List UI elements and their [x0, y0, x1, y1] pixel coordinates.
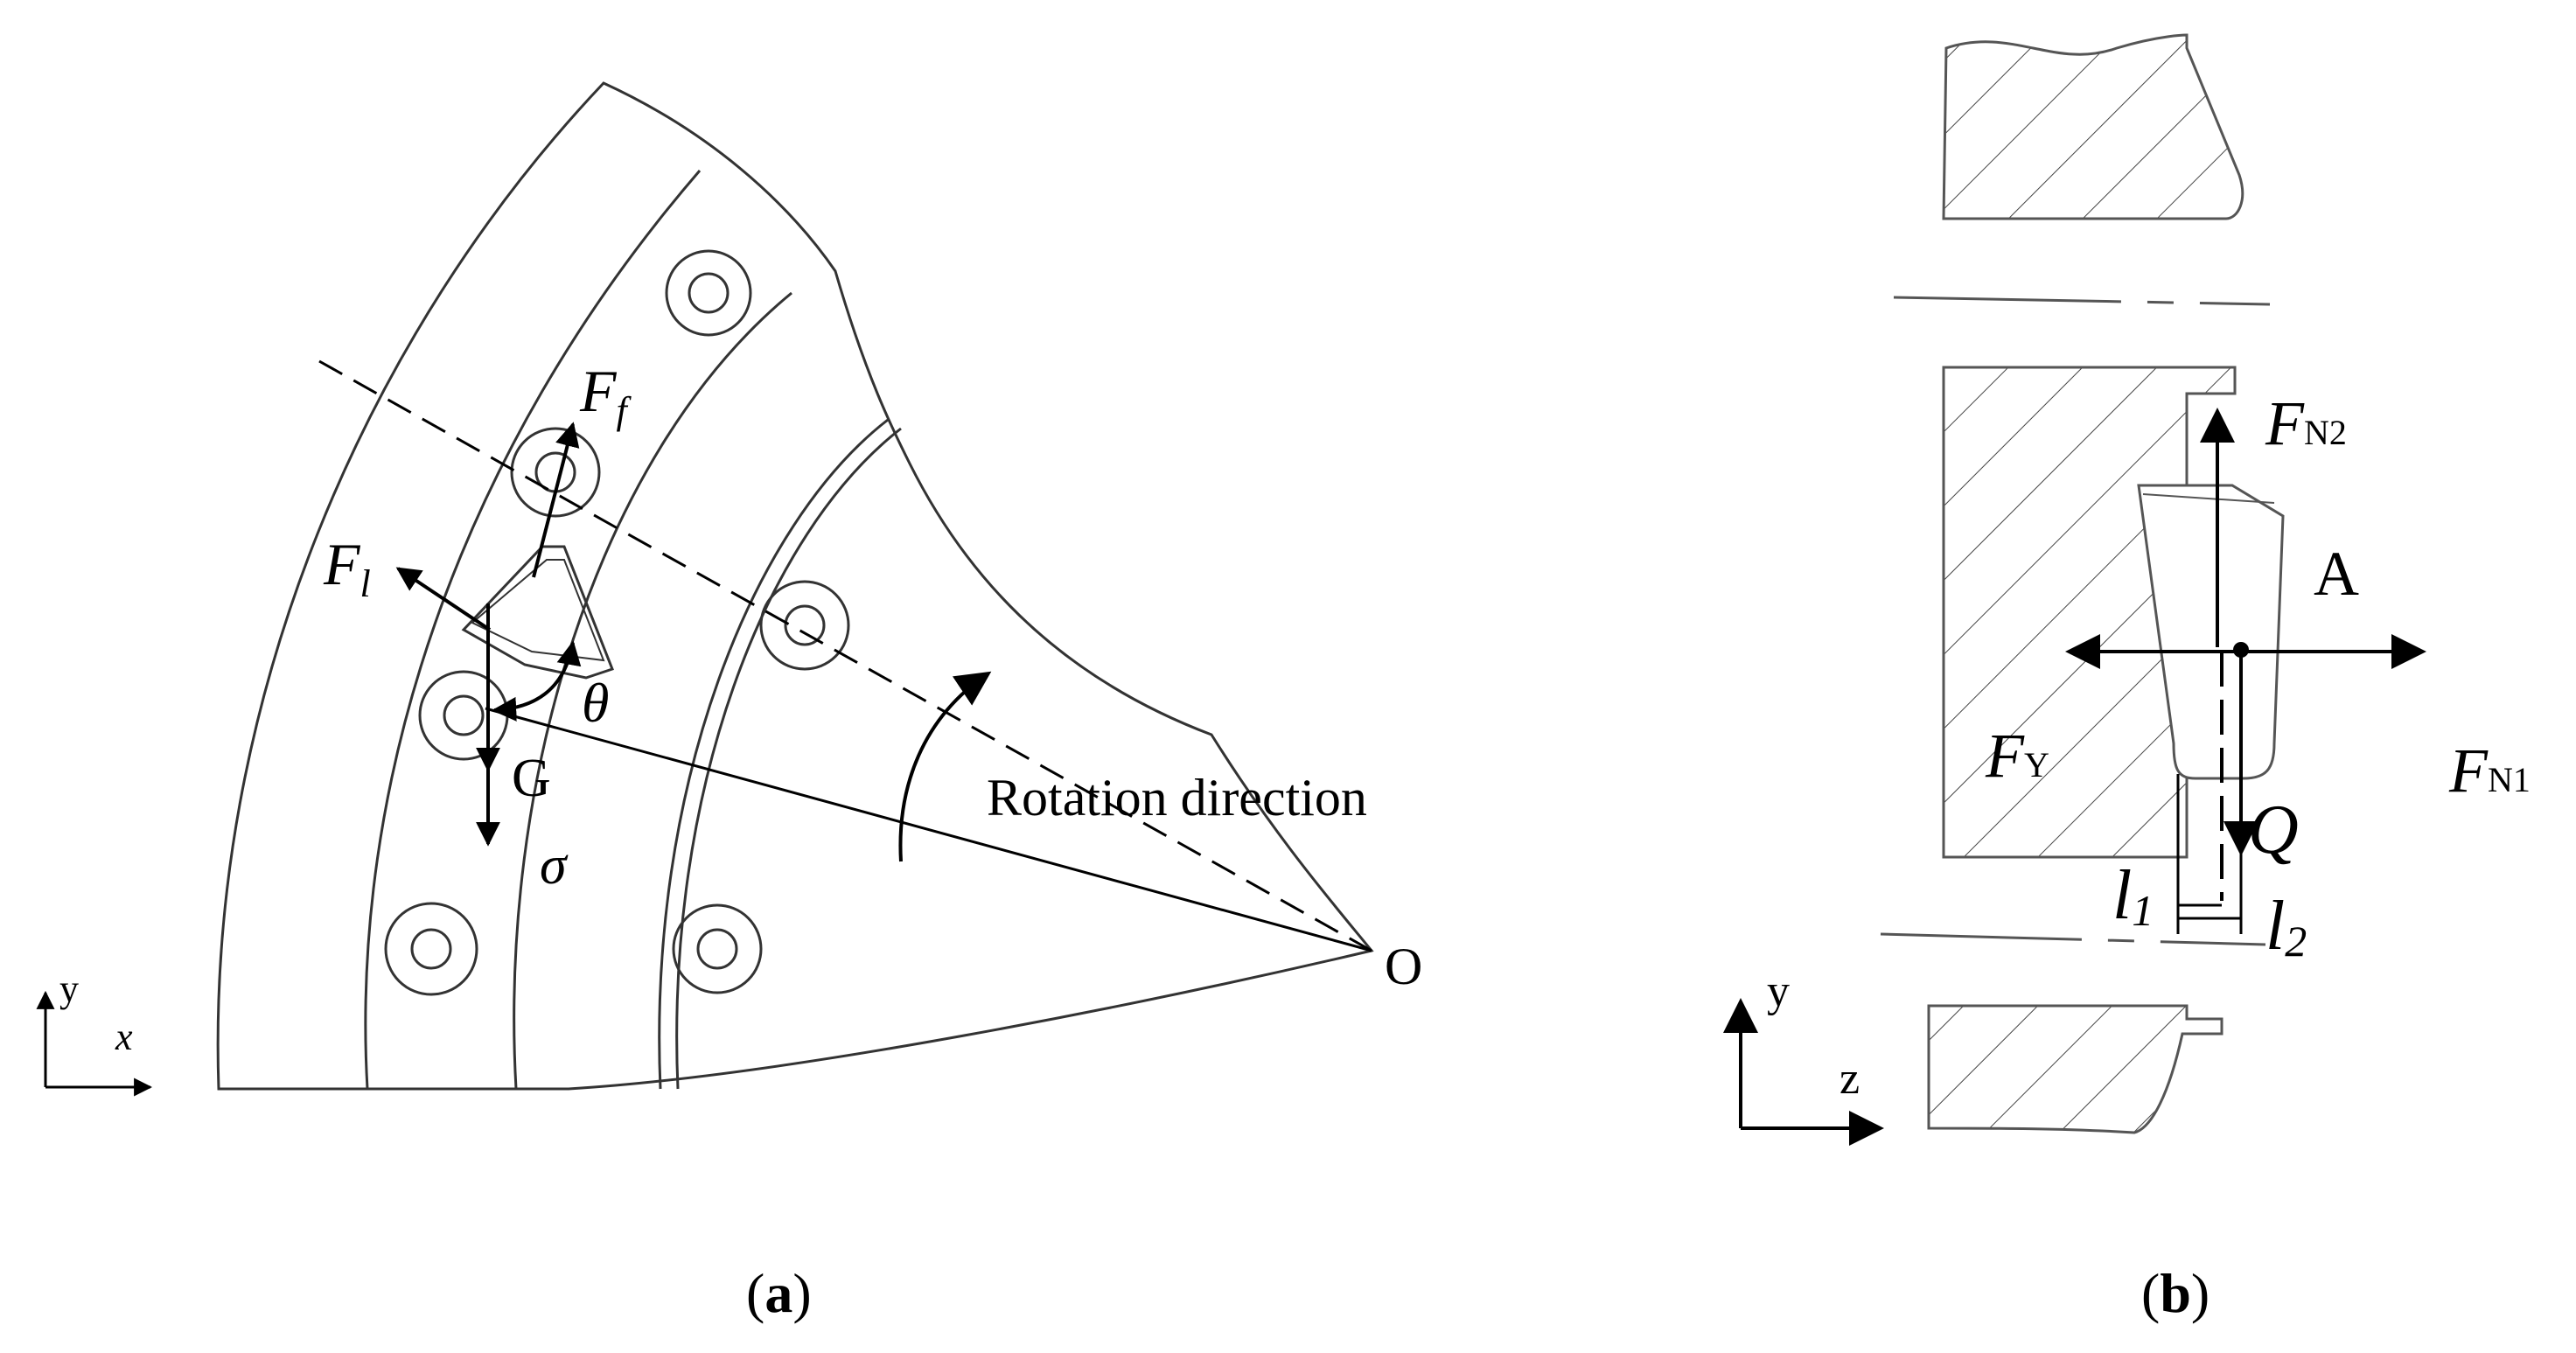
- bottom-block: [1927, 1004, 2223, 1134]
- label-theta: θ: [582, 672, 609, 734]
- pocket-group: [384, 249, 850, 996]
- slot-ring-inner: [513, 291, 792, 1090]
- label-fn1: FN1: [2448, 736, 2531, 806]
- wedge-peg: [2137, 484, 2285, 780]
- caption-b: (b): [2141, 1262, 2209, 1324]
- label-a: A: [2314, 539, 2359, 609]
- label-fn2: FN2: [2265, 388, 2347, 458]
- radial-solid-line: [485, 707, 1372, 952]
- svg-text:y: y: [59, 967, 79, 1010]
- panel-b-drawing: [1880, 33, 2285, 1134]
- label-q: Q: [2248, 792, 2299, 868]
- label-sigma: σ: [540, 836, 569, 896]
- slot-ring-outer: [364, 170, 702, 1090]
- label-g: G: [512, 749, 551, 808]
- label-l1: l1: [2112, 857, 2154, 935]
- label-rotation-direction: Rotation direction: [987, 769, 1367, 826]
- top-block: [1942, 33, 2244, 220]
- rail-arc-2: [675, 427, 902, 1090]
- sector-outline: [216, 81, 1374, 1091]
- break-line-top: [1893, 296, 2271, 306]
- force-ff-arrow: [532, 422, 580, 578]
- force-fl-arrow: [395, 567, 492, 631]
- label-origin: O: [1385, 938, 1422, 995]
- label-l2: l2: [2265, 888, 2307, 966]
- label-fl: Fl: [323, 531, 371, 605]
- axis-indicator-b: y z: [1723, 966, 1884, 1146]
- rotation-arrow: [898, 671, 992, 862]
- svg-text:y: y: [1767, 966, 1790, 1016]
- panel-a-drawing: [216, 81, 1374, 1091]
- label-ff: Ff: [579, 358, 632, 432]
- axis-indicator-a: y x: [36, 967, 153, 1097]
- radial-dashed-line: [318, 359, 1372, 952]
- theta-arc: [492, 640, 582, 722]
- caption-a: (a): [746, 1262, 812, 1324]
- rail-arc-1: [658, 418, 889, 1090]
- svg-text:z: z: [1840, 1054, 1860, 1104]
- svg-text:x: x: [115, 1015, 133, 1058]
- point-a: [2233, 642, 2249, 658]
- dimension-l1-l2: [2176, 774, 2243, 934]
- wedge-part: [461, 545, 614, 680]
- label-fy: FY: [1985, 721, 2049, 791]
- break-line-bottom: [1880, 932, 2266, 946]
